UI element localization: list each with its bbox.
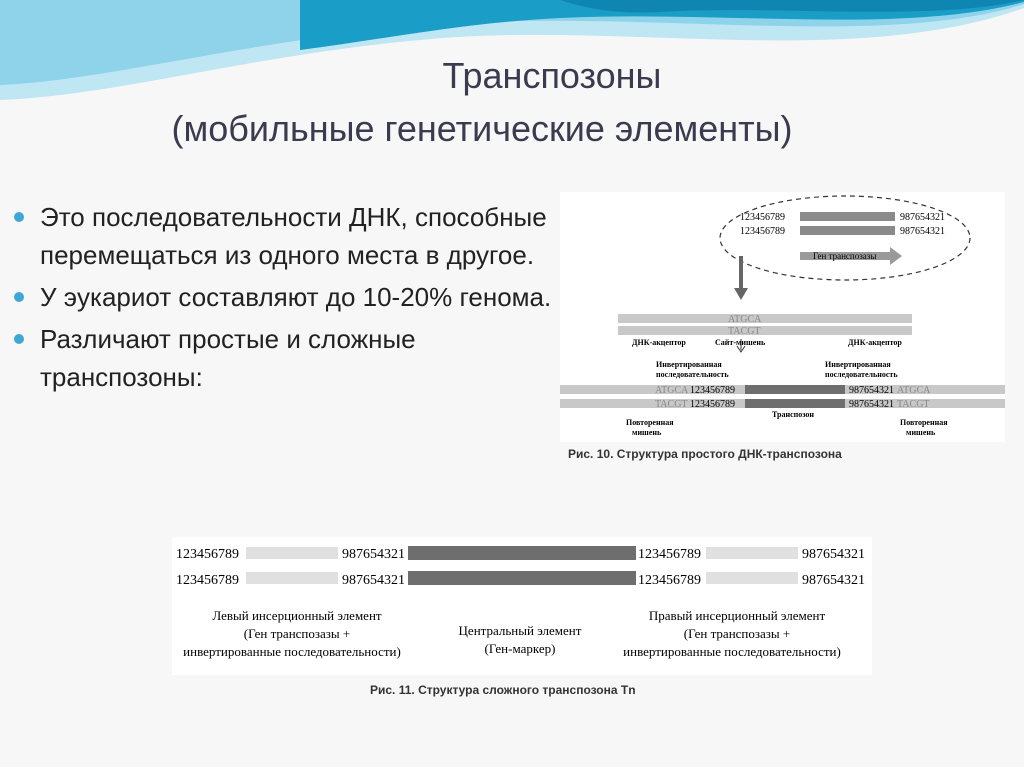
bar	[800, 226, 895, 235]
bar	[745, 385, 845, 394]
gene-label: Ген транспозазы	[813, 251, 876, 261]
seq-label: TACGT	[897, 399, 930, 410]
bullet-dot-icon	[14, 334, 24, 344]
seq-label: 987654321	[342, 573, 405, 588]
header-wave	[0, 0, 1024, 100]
bullet-item: Различают простые и сложные транспозоны:	[8, 320, 553, 396]
bar	[618, 314, 912, 323]
seq-label: 123456789	[638, 573, 701, 588]
bar	[246, 572, 338, 584]
seq-label: TACGT	[728, 326, 761, 337]
seq-label: 987654321	[849, 385, 894, 396]
seq-label: 123456789	[740, 212, 785, 223]
page-subtitle: (мобильные генетические элементы)	[171, 108, 793, 149]
seq-label: 987654321	[849, 399, 894, 410]
repeated-label: Повторенная	[626, 418, 674, 427]
figure-caption: Рис. 11. Структура сложного транспозона …	[370, 683, 636, 697]
right-element-label: инвертированные последовательности)	[623, 644, 841, 659]
inverted-label: Инвертированная	[825, 360, 891, 369]
right-element-label: Правый инсерционный элемент	[649, 608, 826, 623]
left-element-label: Левый инсерционный элемент	[212, 608, 382, 623]
page-title: Транспозоны	[442, 55, 662, 96]
left-element-label: (Ген транспозазы +	[244, 626, 350, 641]
seq-label: 123456789	[176, 573, 239, 588]
bar	[408, 571, 636, 585]
bullet-item: У эукариот составляют до 10-20% генома.	[8, 278, 553, 316]
seq-label: 123456789	[176, 547, 239, 562]
seq-label: 987654321	[802, 573, 865, 588]
seq-label: ATGCA	[728, 314, 762, 325]
left-element-label: инвертированные последовательности)	[183, 644, 401, 659]
center-element-label: Центральный элемент	[459, 623, 582, 638]
seq-label: TACGT	[655, 399, 688, 410]
transposon-label: Транспозон	[772, 410, 814, 419]
seq-label: 123456789	[690, 399, 735, 410]
seq-label: ATGCA	[897, 385, 931, 396]
gene-arrow-icon	[800, 247, 902, 265]
down-arrow-icon	[736, 339, 746, 353]
bullet-dot-icon	[14, 212, 24, 222]
seq-label: 123456789	[690, 385, 735, 396]
inverted-label: последовательность	[656, 370, 729, 379]
inverted-label: последовательность	[825, 370, 898, 379]
down-arrow-icon	[734, 256, 748, 300]
inverted-label: Инвертированная	[656, 360, 722, 369]
seq-label: 123456789	[740, 226, 785, 237]
seq-label: 123456789	[638, 547, 701, 562]
seq-label: 987654321	[900, 226, 945, 237]
figure-complex-transposon: 123456789 987654321 123456789 987654321 …	[172, 537, 872, 675]
bullet-dot-icon	[14, 292, 24, 302]
bar	[800, 212, 895, 221]
bar	[408, 546, 636, 560]
acceptor-label: ДНК-акцептор	[632, 338, 686, 347]
bar	[745, 399, 845, 408]
bullet-list: Это последовательности ДНК, способные пе…	[8, 198, 553, 400]
transposon-ellipse	[719, 195, 971, 281]
seq-label: 987654321	[802, 547, 865, 562]
seq-label: 987654321	[342, 547, 405, 562]
figure-simple-transposon: 123456789 987654321 123456789 987654321 …	[560, 192, 1005, 442]
bar	[618, 326, 912, 335]
bar	[706, 547, 798, 559]
seq-label: 987654321	[900, 212, 945, 223]
acceptor-label: ДНК-акцептор	[848, 338, 902, 347]
figure-caption: Рис. 10. Структура простого ДНК-транспоз…	[568, 447, 842, 461]
repeated-label: мишень	[906, 428, 936, 437]
bullet-item: Это последовательности ДНК, способные пе…	[8, 198, 553, 274]
bar	[706, 572, 798, 584]
repeated-label: Повторенная	[900, 418, 948, 427]
target-site-label: Сайт-мишень	[715, 338, 766, 347]
right-element-label: (Ген транспозазы +	[684, 626, 790, 641]
bar	[246, 547, 338, 559]
repeated-label: мишень	[632, 428, 662, 437]
center-element-label: (Ген-маркер)	[485, 641, 556, 656]
seq-label: ATGCA	[655, 385, 689, 396]
